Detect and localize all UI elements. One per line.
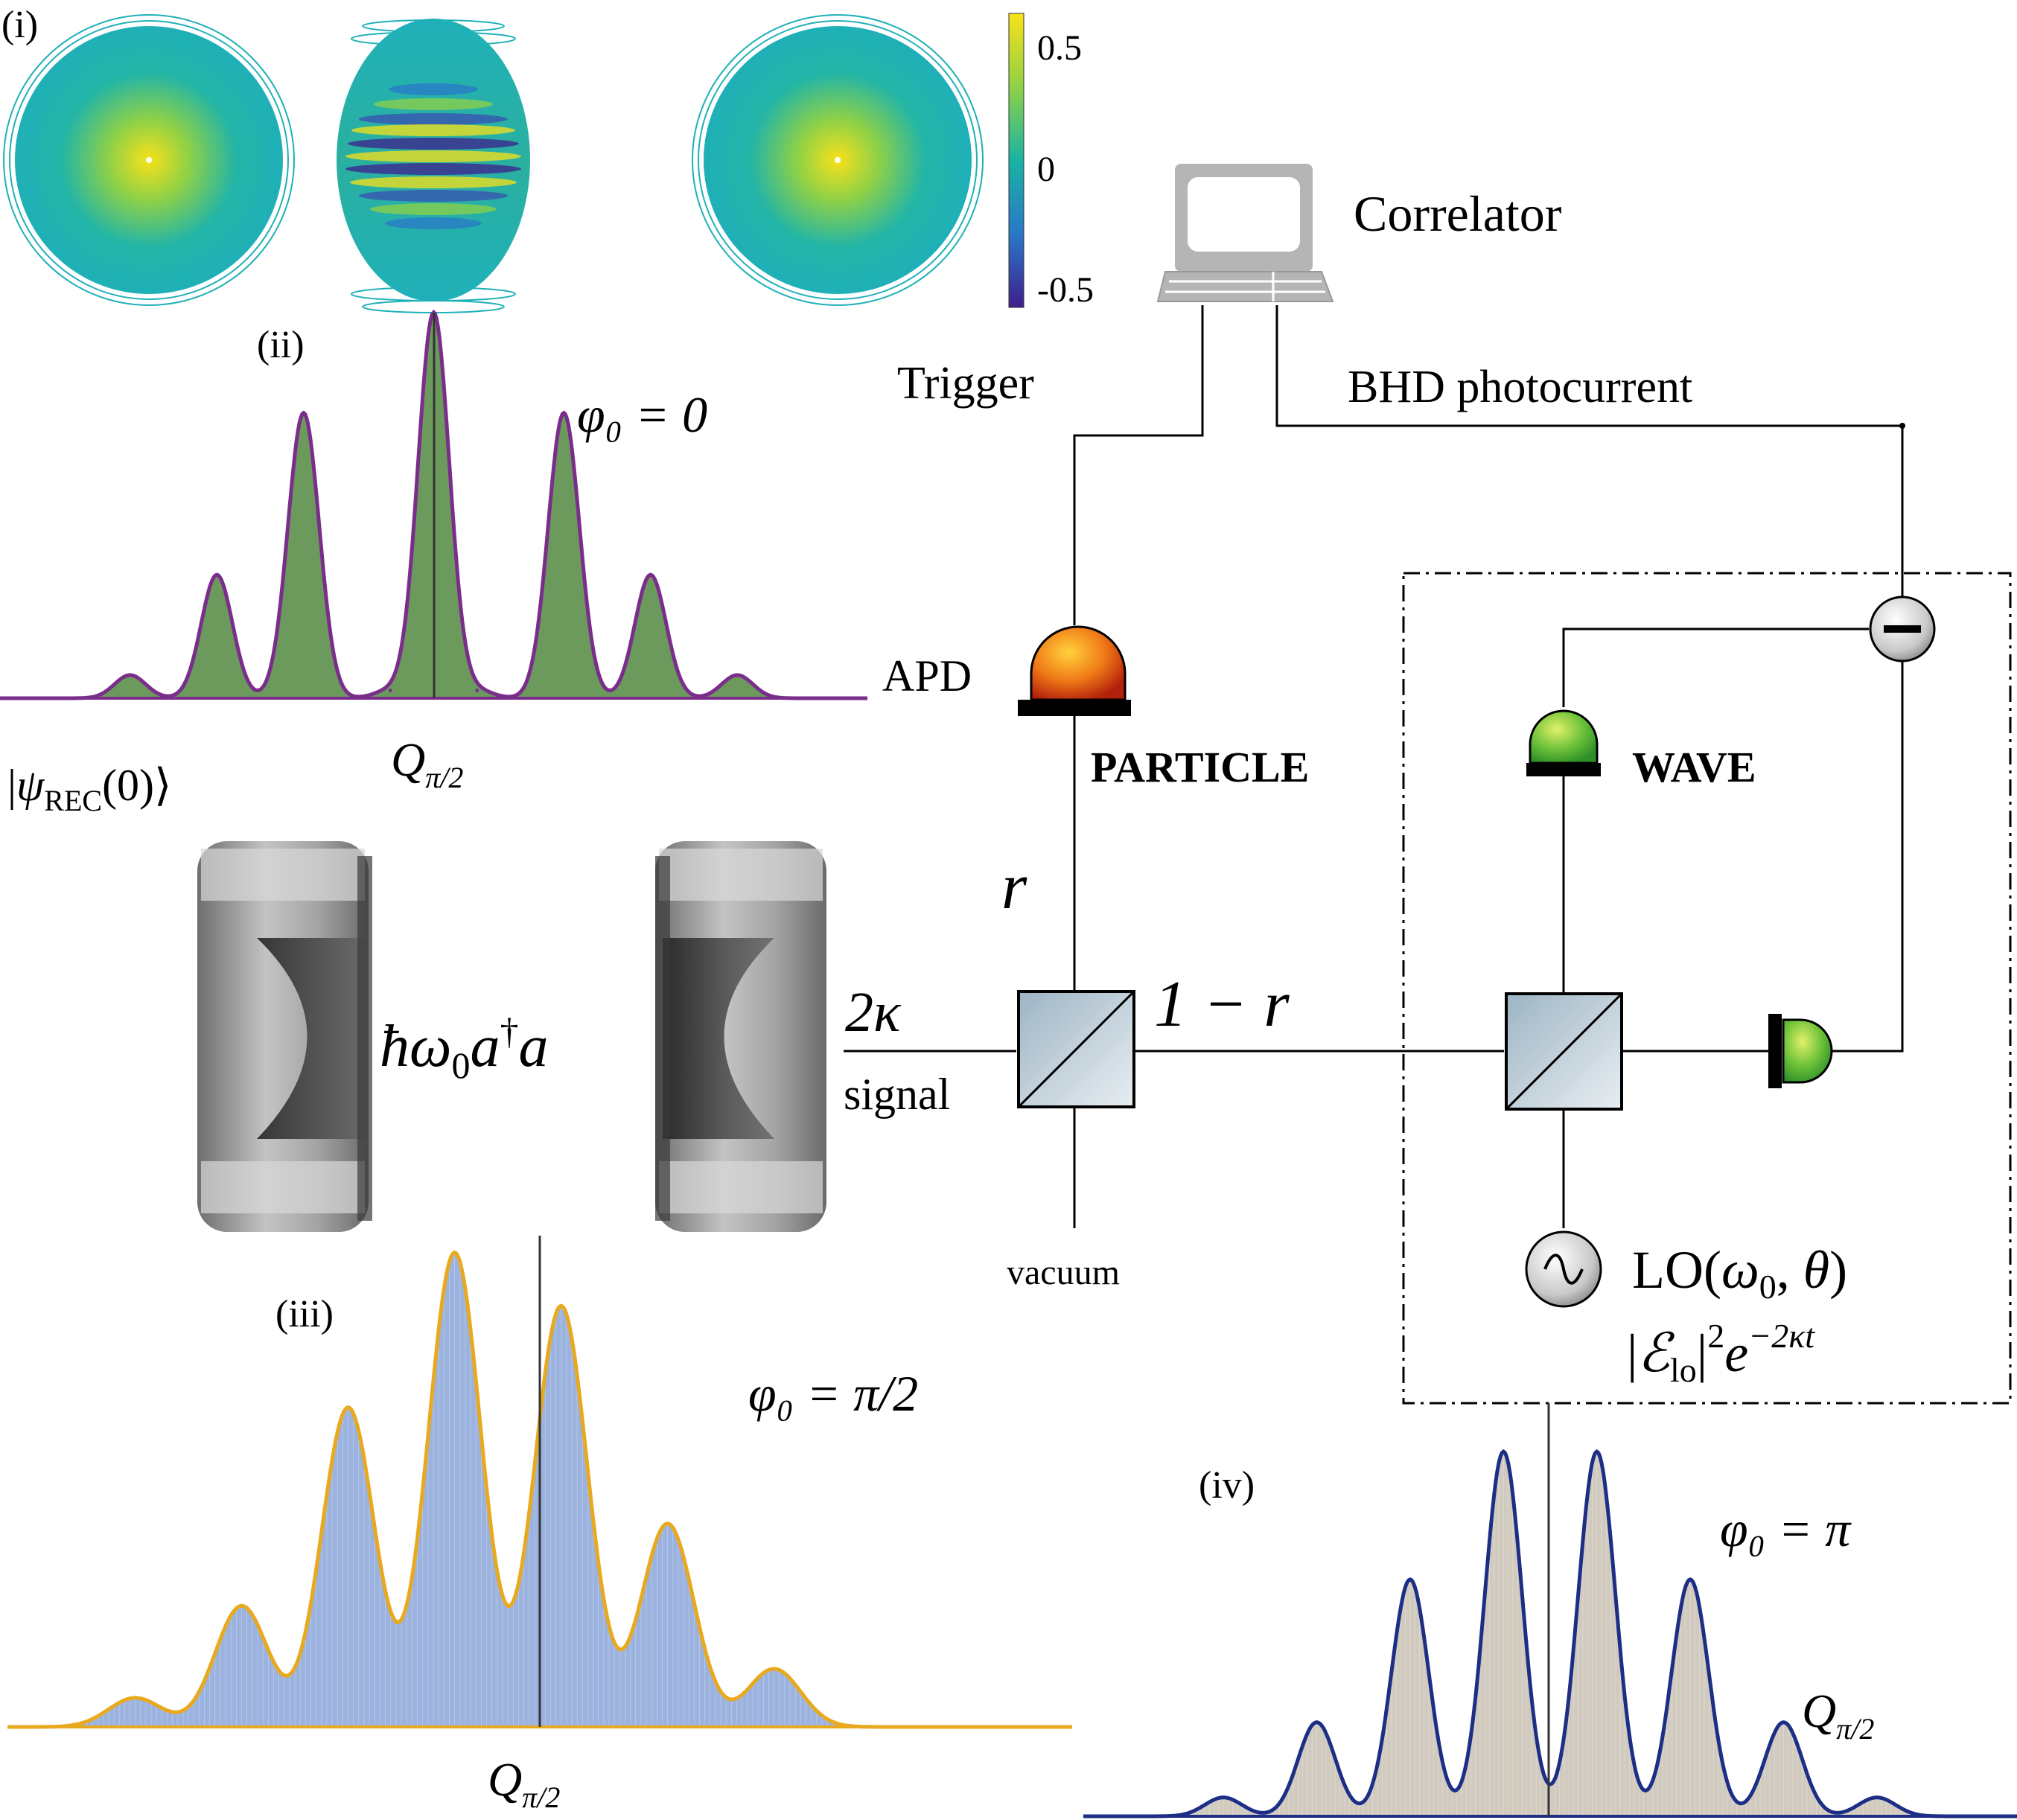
beam-splitter-2 — [1505, 992, 1623, 1111]
r-label: r — [1001, 851, 1027, 923]
phi-label-iii: φ₀ = π/2 — [748, 1365, 918, 1422]
bhd-detector-upper — [1526, 709, 1601, 776]
bhd-label: BHD photocurrent — [1348, 362, 1692, 412]
wigner-stripe — [350, 176, 517, 188]
lo-amplitude-label: |ℰlo|2e−2κt — [1627, 1317, 1815, 1389]
colorbar-tick-low: -0.5 — [1037, 270, 1094, 310]
peak-point — [453, 1251, 457, 1255]
peak-point — [346, 1405, 351, 1410]
psi-rec-label: |ψREC(0)⟩ — [7, 761, 171, 817]
wigner-stripe — [385, 217, 482, 229]
cavity-mirror-left — [197, 841, 372, 1232]
wigner-stripe — [374, 98, 493, 110]
wavefunction-curve — [1083, 1449, 2017, 1819]
two-kappa-label: 2κ — [845, 981, 902, 1044]
peak-point — [302, 411, 306, 415]
wigner-stripe — [348, 138, 519, 150]
peak-point — [772, 1667, 777, 1671]
wigner-right — [692, 14, 984, 306]
panel-label-ii: (ii) — [257, 324, 305, 366]
subtractor-icon — [1869, 596, 1936, 662]
wigner-stripe — [351, 124, 515, 136]
panel-label-iv: (iv) — [1199, 1464, 1255, 1507]
wigner-stripe — [359, 113, 508, 125]
peak-point — [388, 689, 392, 693]
wigner-stripe — [370, 203, 497, 215]
wigner-stripe — [345, 163, 521, 175]
peak-point — [1221, 1795, 1226, 1800]
apd-detector — [1018, 625, 1131, 716]
peak-point — [128, 673, 133, 677]
peak-point — [1782, 1720, 1785, 1725]
peak-point — [666, 1522, 670, 1526]
peak-point — [475, 689, 479, 693]
wigner-stripe — [359, 190, 508, 202]
beam-splitter-1 — [1017, 990, 1135, 1108]
peak-point — [649, 572, 653, 577]
peak-point — [735, 673, 739, 677]
bhd-detector-right — [1768, 1014, 1833, 1088]
one-minus-r-label: 1 − r — [1154, 968, 1290, 1041]
peak-point — [133, 1696, 138, 1700]
peak-point — [240, 1604, 244, 1608]
q-label-iv: Qπ/2 — [1802, 1685, 1874, 1746]
wigner-center-cat — [337, 19, 530, 313]
peak-point — [559, 1304, 564, 1308]
colorbar: 0.5 0 -0.5 — [1008, 13, 1094, 310]
local-oscillator-icon — [1525, 1230, 1602, 1308]
particle-label: PARTICLE — [1091, 743, 1309, 791]
plot-iv — [1083, 1403, 2017, 1819]
hamiltonian-label: ħω0a†a — [380, 1010, 548, 1086]
distribution-area — [1083, 1452, 2017, 1816]
phi-label-ii: φ₀ = 0 — [577, 386, 707, 443]
panel-label-iii: (iii) — [275, 1293, 334, 1335]
bhd-wire — [1275, 305, 1904, 601]
colorbar-tick-high: 0.5 — [1037, 28, 1082, 68]
apd-label: APD — [882, 651, 972, 700]
peak-point — [1595, 1449, 1599, 1454]
vacuum-label: vacuum — [1007, 1253, 1120, 1292]
trigger-label: Trigger — [897, 358, 1034, 409]
plot-ii — [0, 309, 867, 700]
plot-iii — [7, 1236, 1072, 1729]
peak-point — [1501, 1449, 1505, 1454]
signal-label: signal — [844, 1070, 950, 1119]
wigner-stripe — [345, 150, 521, 162]
q-label-iii: Qπ/2 — [488, 1753, 560, 1814]
panel-label-i: (i) — [1, 4, 38, 46]
cavity-mirror-right — [655, 841, 826, 1232]
phi-label-iv: φ₀ = π — [1720, 1501, 1852, 1557]
peak-point — [214, 572, 219, 577]
peak-point — [1408, 1577, 1412, 1582]
trigger-wire — [1073, 305, 1204, 625]
peak-point — [561, 411, 566, 415]
wigner-left — [3, 14, 295, 306]
wave-label: WAVE — [1632, 743, 1756, 791]
correlator-label: Correlator — [1354, 185, 1562, 242]
lo-label: LO(ω0, θ) — [1632, 1240, 1847, 1306]
peak-point — [1688, 1577, 1692, 1582]
colorbar-tick-zero: 0 — [1037, 150, 1055, 189]
correlator-computer-icon — [1156, 164, 1334, 302]
peak-point — [1315, 1720, 1319, 1725]
q-label-ii: Qπ/2 — [391, 733, 463, 794]
bhd-right-wire — [1832, 661, 1904, 1053]
peak-point — [1875, 1795, 1879, 1800]
wigner-stripe — [389, 83, 478, 95]
bhd-upper-wire — [1562, 628, 1869, 707]
